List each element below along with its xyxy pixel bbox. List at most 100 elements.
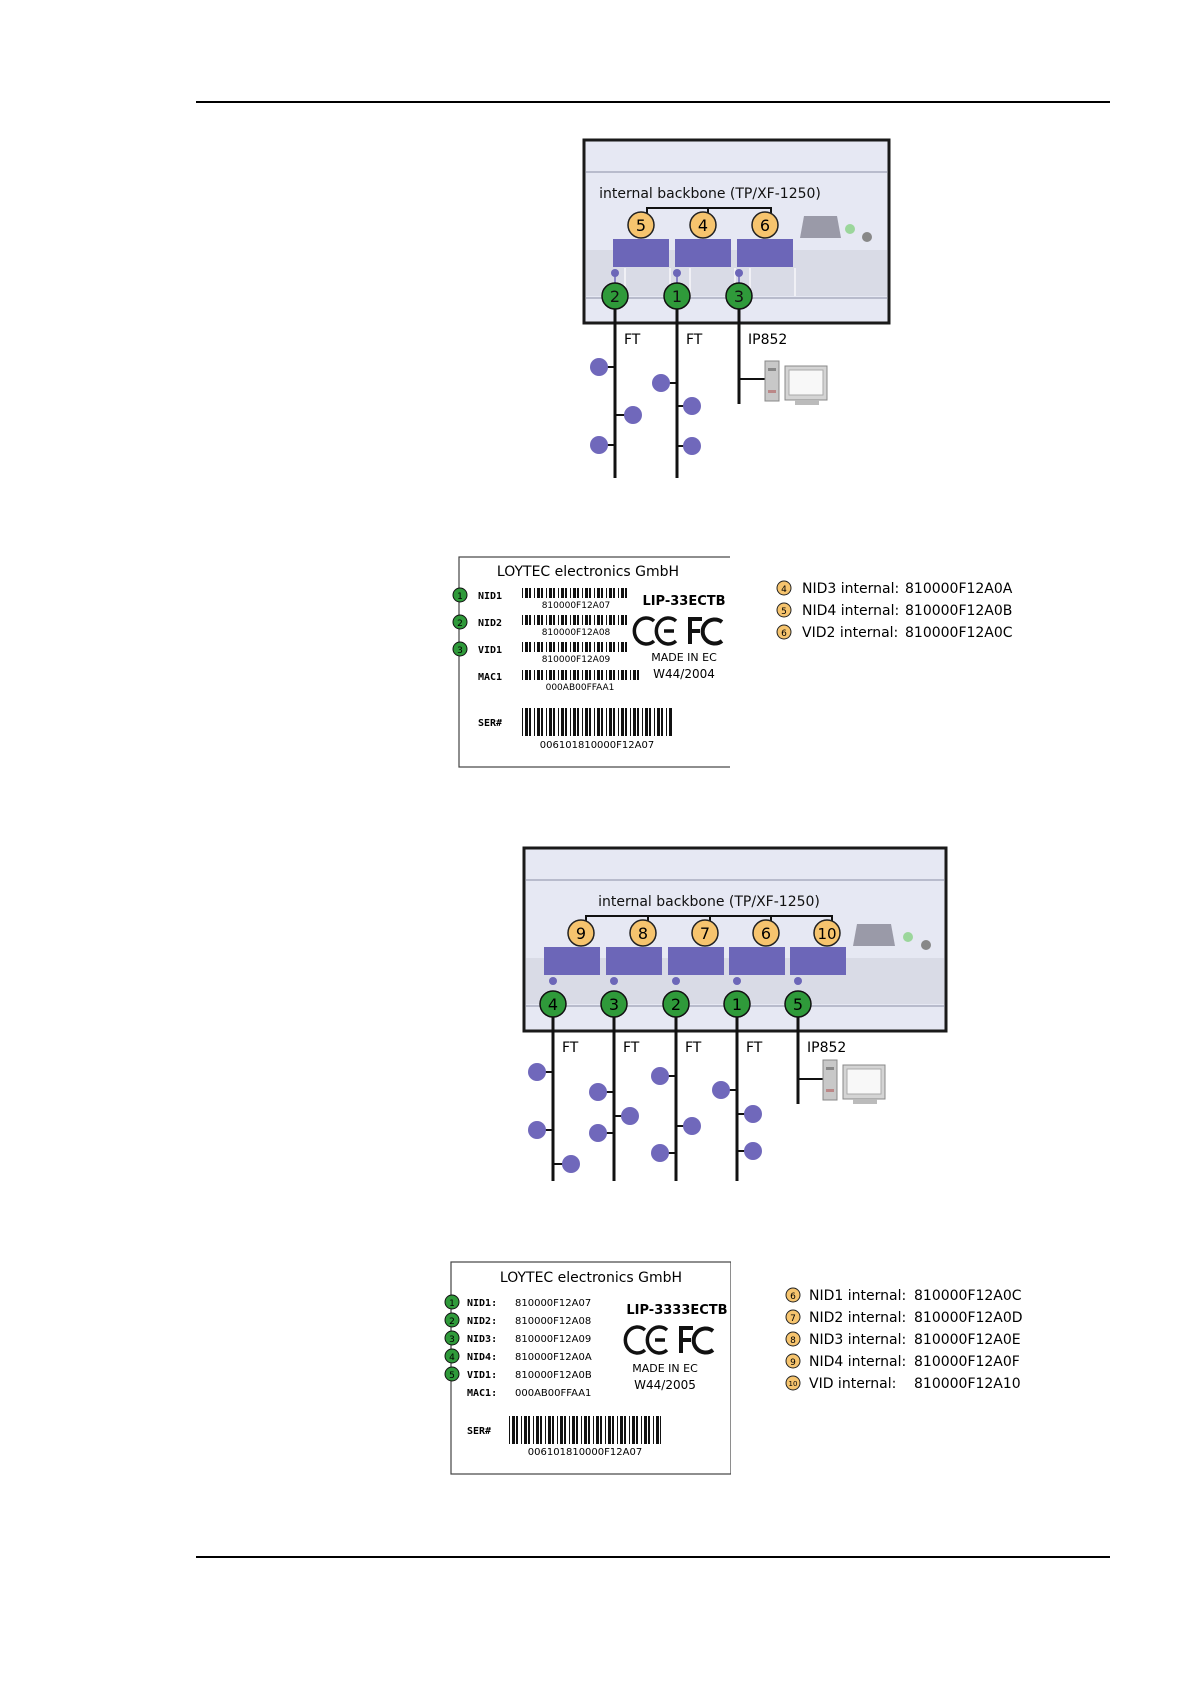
legend-item: 9 NID4 internal: 810000F12A0F xyxy=(785,1353,1020,1370)
internal-port-badge: 7 xyxy=(691,919,719,947)
svg-text:1: 1 xyxy=(449,1299,455,1309)
svg-text:5: 5 xyxy=(781,607,787,617)
svg-text:6: 6 xyxy=(760,216,770,235)
external-port-badge: 3 xyxy=(725,282,753,310)
svg-text:2: 2 xyxy=(610,287,620,306)
svg-text:6: 6 xyxy=(761,924,771,943)
svg-text:810000F12A07: 810000F12A07 xyxy=(515,1298,591,1309)
backbone-label: internal backbone (TP/XF-1250) xyxy=(599,186,821,202)
label-ser-key: SER# xyxy=(467,1426,491,1437)
svg-text:10: 10 xyxy=(789,1380,798,1388)
label-ser-value: 006101810000F12A07 xyxy=(540,740,654,751)
svg-text:NID4:: NID4: xyxy=(467,1352,497,1363)
label-row: MAC1 000AB00FFAA1 xyxy=(478,670,639,693)
svg-text:5: 5 xyxy=(793,995,803,1014)
channel-label: IP852 xyxy=(748,332,787,348)
internal-port-badge: 8 xyxy=(629,919,657,947)
led-icon xyxy=(903,932,913,942)
channel-label: FT xyxy=(685,1040,702,1056)
device-node xyxy=(590,358,701,455)
external-port-badge: 3 xyxy=(600,990,628,1018)
svg-text:810000F12A09: 810000F12A09 xyxy=(542,655,611,665)
label-date: W44/2005 xyxy=(634,1378,696,1392)
port-block xyxy=(613,239,669,267)
svg-text:7: 7 xyxy=(700,924,710,943)
label-row: 2 NID2 810000F12A08 xyxy=(452,614,627,638)
svg-text:NID1: NID1 xyxy=(478,591,502,602)
channel-label: FT xyxy=(746,1040,763,1056)
port-block xyxy=(544,947,846,975)
svg-text:VID1: VID1 xyxy=(478,645,502,656)
svg-text:810000F12A10: 810000F12A10 xyxy=(914,1376,1021,1392)
svg-text:000AB00FFAA1: 000AB00FFAA1 xyxy=(546,683,615,693)
svg-text:NID1 internal:: NID1 internal: xyxy=(809,1288,906,1304)
svg-text:NID1:: NID1: xyxy=(467,1298,497,1309)
svg-text:VID2 internal:: VID2 internal: xyxy=(802,625,898,641)
svg-text:NID3:: NID3: xyxy=(467,1334,497,1345)
svg-text:810000F12A0F: 810000F12A0F xyxy=(914,1354,1020,1370)
svg-text:5: 5 xyxy=(636,216,646,235)
svg-text:810000F12A0D: 810000F12A0D xyxy=(914,1310,1023,1326)
svg-text:8: 8 xyxy=(790,1336,796,1346)
label-row: 4 NID4: 810000F12A0A xyxy=(444,1348,592,1364)
svg-text:810000F12A0A: 810000F12A0A xyxy=(905,581,1013,597)
label-date: W44/2004 xyxy=(653,667,715,681)
svg-text:4: 4 xyxy=(781,585,787,595)
label-row: 1 NID1 810000F12A07 xyxy=(452,587,627,611)
legend-1: 4 NID3 internal: 810000F12A0A 5 NID4 int… xyxy=(776,580,1013,641)
led-icon xyxy=(862,232,872,242)
header-rule xyxy=(196,101,1110,103)
barcode xyxy=(522,642,627,652)
svg-text:4: 4 xyxy=(449,1353,455,1363)
led-icon xyxy=(845,224,855,234)
computer-icon xyxy=(822,1059,886,1104)
svg-text:2: 2 xyxy=(449,1317,455,1327)
svg-text:NID2:: NID2: xyxy=(467,1316,497,1327)
external-port-badge: 1 xyxy=(663,282,691,310)
svg-text:810000F12A0E: 810000F12A0E xyxy=(914,1332,1021,1348)
svg-text:1: 1 xyxy=(732,995,742,1014)
svg-text:NID3 internal:: NID3 internal: xyxy=(802,581,899,597)
svg-text:1: 1 xyxy=(457,592,463,602)
connector-icon xyxy=(853,924,895,946)
external-port-badge: 4 xyxy=(539,990,567,1018)
svg-text:7: 7 xyxy=(790,1314,796,1324)
svg-text:VID1:: VID1: xyxy=(467,1370,497,1381)
svg-text:NID3 internal:: NID3 internal: xyxy=(809,1332,906,1348)
label-row: 3 VID1 810000F12A09 xyxy=(452,641,627,665)
serial-barcode xyxy=(509,1416,661,1444)
ce-fc-mark-icon xyxy=(623,1325,715,1355)
channel-label: FT xyxy=(624,332,641,348)
label-border xyxy=(450,1261,731,1475)
label-company: LOYTEC electronics GmbH xyxy=(497,564,679,580)
svg-text:810000F12A08: 810000F12A08 xyxy=(542,628,611,638)
label-ser-key: SER# xyxy=(478,718,502,729)
barcode xyxy=(522,670,639,680)
computer-icon xyxy=(764,360,828,405)
legend-2: 6 NID1 internal: 810000F12A0C 7 NID2 int… xyxy=(785,1287,1023,1392)
label-made-in: MADE IN EC xyxy=(651,651,717,664)
internal-port-badge: 6 xyxy=(751,211,779,239)
svg-text:810000F12A0B: 810000F12A0B xyxy=(905,603,1012,619)
external-port-badge: 1 xyxy=(723,990,751,1018)
internal-port-badge: 6 xyxy=(752,919,780,947)
serial-barcode xyxy=(522,708,672,736)
external-port-badge: 2 xyxy=(601,282,629,310)
svg-text:2: 2 xyxy=(671,995,681,1014)
svg-text:4: 4 xyxy=(698,216,708,235)
external-port-badge: 5 xyxy=(784,990,812,1018)
port-block xyxy=(737,239,793,267)
svg-text:2: 2 xyxy=(457,619,463,629)
legend-item: 8 NID3 internal: 810000F12A0E xyxy=(785,1331,1021,1348)
label-company: LOYTEC electronics GmbH xyxy=(500,1270,682,1286)
device-label-2: LOYTEC electronics GmbH 1 NID1: 810000F1… xyxy=(444,1261,731,1475)
svg-text:8: 8 xyxy=(638,924,648,943)
external-port-badge: 2 xyxy=(662,990,690,1018)
svg-text:1: 1 xyxy=(672,287,682,306)
label-row: 1 NID1: 810000F12A07 xyxy=(444,1294,591,1310)
label-model: LIP-33ECTB xyxy=(642,594,725,609)
svg-text:3: 3 xyxy=(457,646,463,656)
label-row: 2 NID2: 810000F12A08 xyxy=(444,1312,591,1328)
svg-text:9: 9 xyxy=(576,924,586,943)
label-made-in: MADE IN EC xyxy=(632,1362,698,1375)
